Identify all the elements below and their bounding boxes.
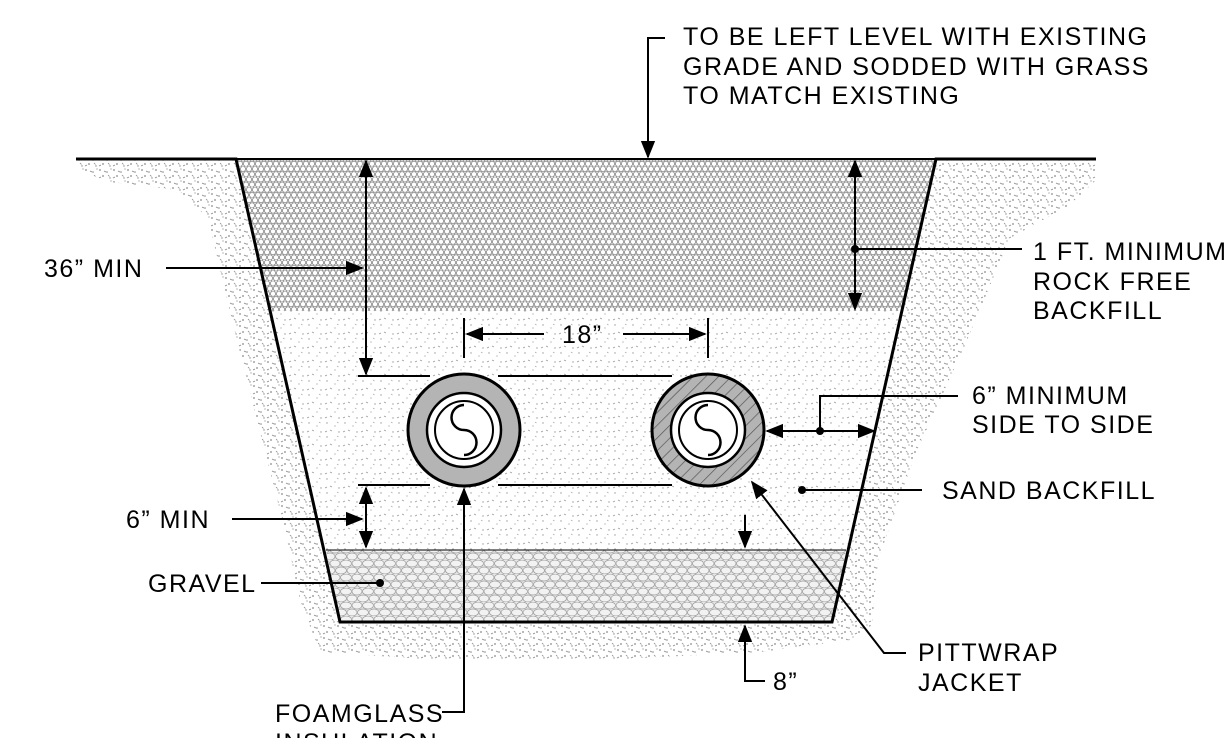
rock-free-note-line-1: 1 FT. MINIMUM <box>1033 238 1224 266</box>
jacket-label-line-1: PITTWRAP <box>918 639 1059 667</box>
gravel-leader <box>261 579 384 587</box>
rock-free-backfill-layer <box>236 159 936 311</box>
rock-free-note-line-3: BACKFILL <box>1033 297 1163 325</box>
left-pipe <box>406 372 522 488</box>
pipe-guide-lines <box>358 375 672 486</box>
sand-backfill-leader <box>798 486 922 494</box>
grade-note-line-1: TO BE LEFT LEVEL WITH EXISTING <box>683 23 1148 51</box>
side-clearance-dimension <box>765 395 958 439</box>
depth-min-label: 36” MIN <box>44 255 143 283</box>
right-pipe <box>650 372 766 488</box>
pipe-spacing-dimension <box>463 318 709 358</box>
rock-free-dimension <box>847 159 1022 311</box>
bottom-clearance-label: 6” MIN <box>126 506 210 534</box>
insulation-leader <box>442 487 472 713</box>
grade-note-line-2: GRADE AND SODDED WITH GRASS <box>683 53 1150 81</box>
grade-note-leader <box>640 37 665 159</box>
side-clearance-line-1: 6” MINIMUM <box>972 382 1129 410</box>
pipe-spacing-label: 18” <box>562 321 603 349</box>
bottom-clearance-dimension <box>358 486 753 549</box>
gravel-depth-dimension <box>737 624 765 682</box>
undisturbed-soil-band <box>76 159 1096 660</box>
sand-backfill-label: SAND BACKFILL <box>942 477 1156 505</box>
rock-free-note-line-2: ROCK FREE <box>1033 268 1192 296</box>
trench-outline <box>76 157 1096 624</box>
grade-note-line-3: TO MATCH EXISTING <box>683 82 960 110</box>
insulation-label-line-1: FOAMGLASS <box>275 700 444 728</box>
insulation-label-line-2: INSULATION <box>275 729 438 738</box>
gravel-bedding-layer <box>326 550 846 622</box>
sand-backfill-layer <box>271 311 901 550</box>
side-clearance-line-2: SIDE TO SIDE <box>972 411 1154 439</box>
jacket-label-line-2: JACKET <box>918 669 1023 697</box>
gravel-label: GRAVEL <box>148 570 257 598</box>
gravel-depth-label: 8” <box>773 668 798 696</box>
jacket-leader <box>750 480 906 654</box>
